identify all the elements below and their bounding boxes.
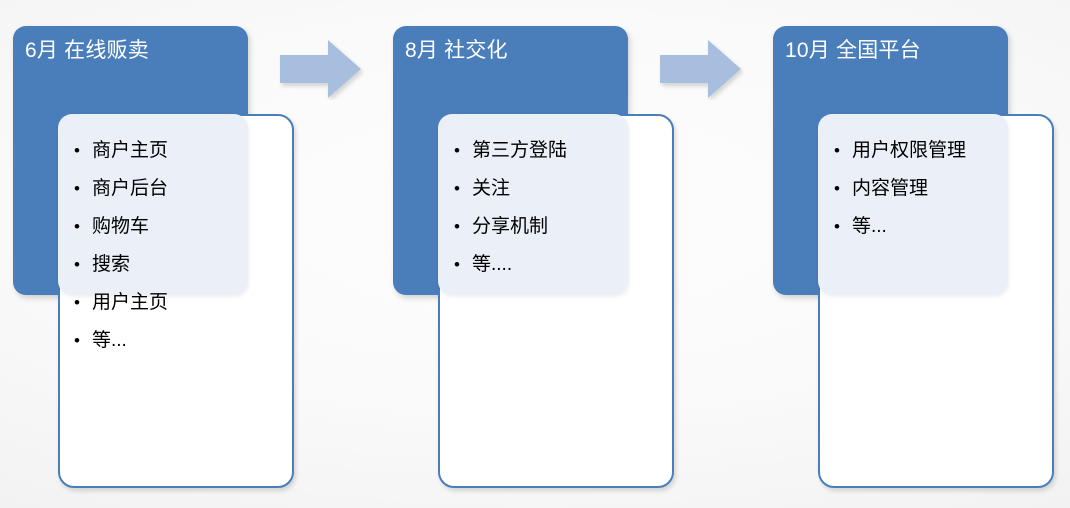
- list-item: 等...: [834, 208, 1049, 246]
- list-item: 用户主页: [74, 284, 289, 322]
- list-item: 等...: [74, 322, 289, 360]
- stage-bullet-list-3: 用户权限管理 内容管理 等...: [834, 132, 1049, 246]
- list-item: 购物车: [74, 208, 289, 246]
- stage-title-1: 6月 在线贩卖: [25, 39, 149, 62]
- stage-group-1: 6月 在线贩卖 商户主页 商户后台 购物车 搜索 用户主页 等...: [0, 0, 310, 508]
- stage-bullet-list-2: 第三方登陆 关注 分享机制 等....: [454, 132, 669, 284]
- arrow-right-icon-2: [658, 38, 744, 100]
- list-item: 等....: [454, 246, 669, 284]
- stage-title-3: 10月 全国平台: [785, 39, 921, 62]
- list-item: 商户后台: [74, 170, 289, 208]
- list-item: 关注: [454, 170, 669, 208]
- stage-bullet-list-1: 商户主页 商户后台 购物车 搜索 用户主页 等...: [74, 132, 289, 360]
- list-item: 分享机制: [454, 208, 669, 246]
- stage-group-3: 10月 全国平台 用户权限管理 内容管理 等...: [760, 0, 1070, 508]
- list-item: 内容管理: [834, 170, 1049, 208]
- list-item: 搜索: [74, 246, 289, 284]
- list-item: 第三方登陆: [454, 132, 669, 170]
- stage-group-2: 8月 社交化 第三方登陆 关注 分享机制 等....: [380, 0, 690, 508]
- arrow-right-icon-1: [278, 38, 364, 100]
- list-item: 商户主页: [74, 132, 289, 170]
- list-item: 用户权限管理: [834, 132, 1049, 170]
- stage-title-2: 8月 社交化: [405, 39, 508, 62]
